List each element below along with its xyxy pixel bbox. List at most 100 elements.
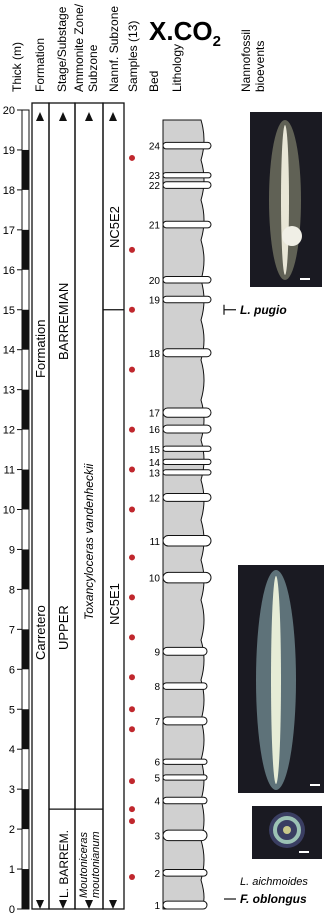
sample-dot (129, 874, 135, 881)
bed-label: 14 (149, 458, 161, 469)
limestone-bed (162, 295, 212, 304)
axis-tick-label: 16 (3, 265, 15, 277)
zone-boundaries (49, 309, 124, 810)
sample-dot (129, 426, 135, 433)
bed-label: 13 (149, 468, 161, 479)
axis-tick-label: 2 (9, 824, 15, 836)
bed-label: 6 (154, 758, 160, 769)
header-samples: Samples (13) (126, 21, 140, 92)
limestone-bed (162, 458, 212, 466)
bed-label: 3 (154, 831, 160, 842)
bed-label: 15 (149, 445, 161, 456)
ammonite-top-arrow (59, 112, 67, 121)
header-ammonite-line1: Ammonite Zone/ (72, 3, 86, 92)
nannf-upper-label: NC5E2 (107, 206, 122, 248)
bed-label: 11 (150, 537, 161, 548)
bioevent-label: F. oblongus (240, 892, 307, 906)
ammonite-lower-label-line2: moutonianum (90, 831, 102, 898)
limestone-bed (162, 141, 212, 150)
axis-tick-label: 13 (3, 385, 15, 397)
header-bed: Bed (147, 71, 161, 92)
axis-tick-label: 7 (9, 624, 15, 636)
nannf-bottom-arrow (85, 900, 93, 909)
bed-label: 1 (154, 901, 160, 912)
header-stage: Stage/Substage (55, 6, 69, 92)
axis-bar-segment (22, 869, 29, 909)
axis-bar-segment (22, 389, 29, 430)
bed-label: 18 (149, 349, 161, 360)
stage-barremian-label: BARREMIAN (56, 283, 71, 360)
axis-tick-label: 6 (9, 664, 15, 676)
section-title-subscript: 2 (213, 33, 221, 50)
axis-tick-label: 11 (4, 465, 15, 477)
sample-dot (129, 154, 135, 161)
sample-dot (129, 466, 135, 473)
sample-dot (129, 594, 135, 601)
ammonite-bottom-arrow (59, 900, 67, 909)
bed-label: 20 (149, 276, 161, 287)
bed-label: 21 (149, 221, 161, 232)
limestone-bed (162, 424, 212, 434)
limestone-bed (162, 445, 212, 452)
sample-dot (129, 554, 135, 561)
photomicrograph-bottom (252, 806, 322, 859)
sample-dot (129, 506, 135, 513)
axis-bar-segment (22, 789, 29, 830)
bed-label: 4 (154, 797, 160, 808)
sample-dot (129, 706, 135, 713)
formation-label-bottom: Carretero (33, 605, 48, 660)
sample-dot (129, 634, 135, 641)
header-bioevents-line1: Nannofossil (239, 29, 253, 92)
formation-label-top: Formation (33, 319, 48, 378)
ammonite-lower-label-line1: Moutoniceras (78, 831, 90, 898)
range-arrows (36, 112, 117, 909)
bed-label: 16 (149, 425, 161, 436)
axis-tick-label: 8 (9, 584, 15, 596)
limestone-bed (162, 492, 212, 502)
limestone-bed (162, 829, 208, 842)
ammonite-upper-label: Toxancyloceras vandenheckii (82, 463, 96, 620)
limestone-bed (162, 220, 212, 229)
bed-label: 17 (149, 409, 161, 420)
axis-tick-label: 0 (9, 904, 15, 916)
stage-upper-label: UPPER (56, 605, 71, 650)
axis-tick-label: 19 (3, 145, 15, 157)
limestone-bed (162, 275, 212, 284)
bed-label: 23 (149, 171, 161, 182)
limestone-bed (162, 181, 212, 189)
axis-tick-label: 1 (9, 864, 15, 876)
header-formation: Formation (33, 38, 47, 92)
samples-bottom-arrow (109, 900, 117, 909)
limestone-bed (162, 774, 208, 781)
stage-top-arrow (36, 112, 44, 121)
header-ammonite-line2: Subzone (86, 44, 100, 92)
stage-bottom-arrow (36, 900, 44, 909)
bed-label: 22 (149, 181, 161, 192)
sample-dot (129, 726, 135, 733)
axis-tick-label: 14 (3, 345, 15, 357)
bed-label: 2 (154, 869, 160, 880)
bed-label: 5 (154, 774, 160, 785)
axis-tick-label: 10 (3, 505, 15, 517)
axis-bar-segment (22, 229, 29, 270)
limestone-bed (162, 796, 208, 805)
axis-bar-segment (22, 309, 29, 350)
sample-dot (129, 674, 135, 681)
stage-column (48, 102, 76, 910)
axis-tick-label: 9 (9, 544, 15, 556)
limestone-bed (162, 571, 212, 584)
limestone-bed (162, 900, 208, 910)
bed-label: 19 (149, 295, 161, 306)
header-lithology: Lithology (170, 44, 184, 92)
axis-bar-segment (22, 469, 29, 510)
limestone-bed (162, 758, 208, 765)
bed-label: 10 (149, 574, 161, 585)
axis-bar-segment (22, 709, 29, 750)
axis-tick-label: 15 (3, 305, 15, 317)
limestone-bed (162, 716, 208, 726)
limestone-bed (162, 469, 212, 476)
axis-tick-label: 18 (3, 185, 15, 197)
